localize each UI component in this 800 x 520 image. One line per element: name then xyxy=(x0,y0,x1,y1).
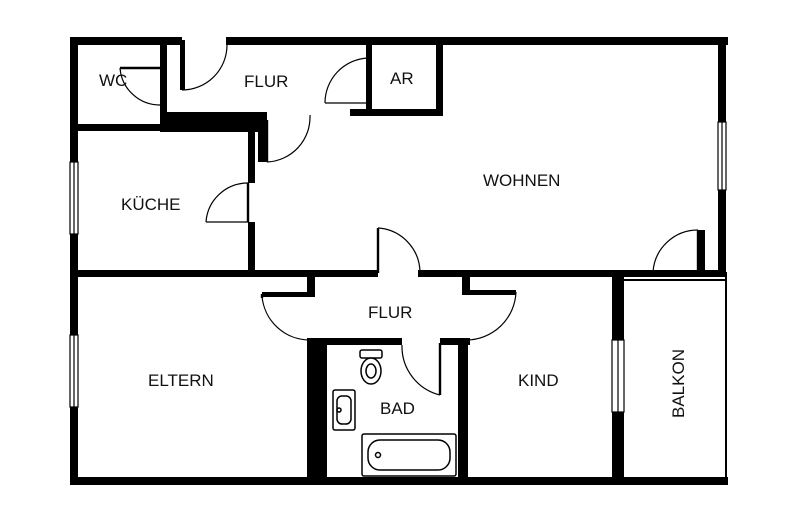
interior-walls xyxy=(78,40,726,485)
bathroom-fixtures xyxy=(332,349,457,477)
room-labels: WC FLUR AR WOHNEN KÜCHE FLUR ELTERN BAD … xyxy=(99,69,688,418)
doors xyxy=(119,44,700,396)
label-bad: BAD xyxy=(380,399,415,418)
windows xyxy=(69,121,727,413)
label-wc: WC xyxy=(99,71,127,90)
label-kind: KIND xyxy=(518,371,559,390)
sink-icon xyxy=(332,389,356,431)
label-wohnen: WOHNEN xyxy=(483,171,560,190)
balkon-outline xyxy=(612,272,728,485)
label-ar: AR xyxy=(390,69,414,88)
label-balkon: BALKON xyxy=(669,349,688,418)
bathtub-icon xyxy=(361,433,457,477)
label-eltern: ELTERN xyxy=(148,371,214,390)
toilet-icon xyxy=(359,349,383,385)
label-kueche: KÜCHE xyxy=(121,195,181,214)
label-flur-mid: FLUR xyxy=(368,303,412,322)
label-flur-top: FLUR xyxy=(244,72,288,91)
